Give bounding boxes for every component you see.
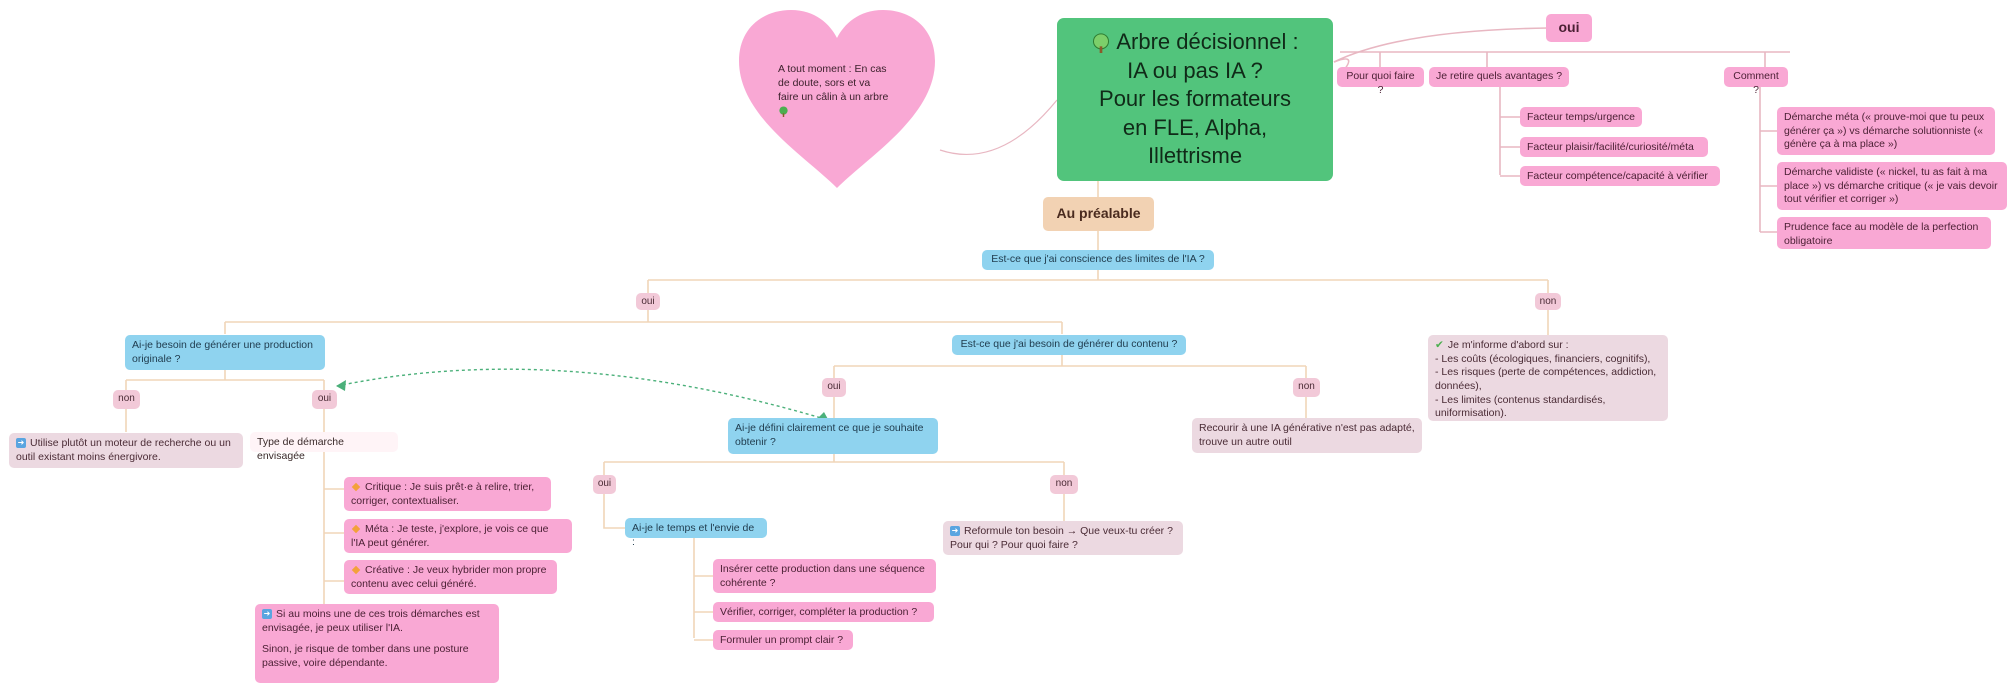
originale-oui-node[interactable]: oui — [312, 390, 337, 409]
root-title-line-4: en FLE, Alpha, — [1122, 114, 1268, 140]
contenu-oui-node[interactable]: oui — [822, 378, 846, 397]
prealable-node[interactable]: Au préalable — [1043, 197, 1154, 231]
facteur-plaisir-node[interactable]: Facteur plaisir/facilité/curiosité/méta — [1520, 137, 1708, 157]
informe-node[interactable]: ✔Je m'informe d'abord sur : - Les coûts … — [1428, 335, 1668, 421]
conclusion-line-2: Sinon, je risque de tomber dans une post… — [262, 643, 469, 669]
sprout-icon: ✔ — [1435, 339, 1444, 351]
informe-line-1: ✔Je m'informe d'abord sur : — [1435, 339, 1569, 351]
facteur-competence-node[interactable]: Facteur compétence/capacité à vérifier — [1520, 166, 1720, 186]
originale-non-node[interactable]: non — [113, 390, 140, 409]
demarche-validiste-node[interactable]: Démarche validiste (« nickel, tu as fait… — [1777, 162, 2007, 210]
facteur-temps-node[interactable]: Facteur temps/urgence — [1520, 107, 1642, 127]
question-originale-node[interactable]: Ai-je besoin de générer une production o… — [125, 335, 325, 370]
conclusion-node[interactable]: ➜Si au moins une de ces trois démarches … — [255, 604, 499, 683]
informe-line-3: - Les risques (perte de compétences, add… — [1435, 366, 1657, 392]
limites-oui-node[interactable]: oui — [636, 293, 660, 310]
heart-note: A tout moment : En cas de doute, sors et… — [778, 62, 890, 119]
tree-icon — [1093, 33, 1110, 54]
root-title-line-5: Illettrisme — [1147, 143, 1243, 169]
temps-verifier-node[interactable]: Vérifier, corriger, compléter la product… — [713, 602, 934, 622]
prudence-node[interactable]: Prudence face au modèle de la perfection… — [1777, 217, 1991, 249]
arrow-right-icon: ➜ — [16, 438, 26, 449]
temps-prompt-node[interactable]: Formuler un prompt clair ? — [713, 630, 853, 650]
question-defini-node[interactable]: Ai-je défini clairement ce que je souhai… — [728, 418, 938, 454]
moteur-node[interactable]: ➜Utilise plutôt un moteur de recherche o… — [9, 433, 243, 468]
tree-icon — [779, 106, 788, 118]
diamond-icon — [351, 482, 361, 491]
question-limites-node[interactable]: Est-ce que j'ai conscience des limites d… — [982, 250, 1214, 270]
limites-non-node[interactable]: non — [1535, 293, 1561, 310]
root-title-line-2: IA ou pas IA ? — [1127, 57, 1263, 83]
heart-shape — [739, 10, 935, 188]
conclusion-line-1: ➜Si au moins une de ces trois démarches … — [262, 608, 480, 634]
arrow-right-icon: ➜ — [262, 609, 272, 620]
question-temps-node[interactable]: Ai-je le temps et l'envie de : — [625, 518, 767, 548]
defini-non-node[interactable]: non — [1050, 475, 1078, 494]
reformule-node[interactable]: ➜Reformule ton besoin → Que veux-tu crée… — [943, 521, 1183, 555]
root-title: Arbre décisionnel : IA ou pas IA ? Pour … — [1057, 18, 1333, 181]
informe-line-4: - Les limites (contenus standardisés, un… — [1435, 393, 1606, 420]
temps-inserer-node[interactable]: Insérer cette production dans une séquen… — [713, 559, 936, 593]
root-title-line-3: Pour les formateurs — [1099, 86, 1291, 112]
demarche-meta-creation-node[interactable]: Méta : Je teste, j'explore, je vois ce q… — [344, 519, 572, 553]
comment-node[interactable]: Comment ? — [1724, 67, 1788, 96]
top-oui-node[interactable]: oui — [1546, 14, 1592, 42]
question-contenu-node[interactable]: Est-ce que j'ai besoin de générer du con… — [952, 335, 1186, 355]
demarche-critique-node[interactable]: Critique : Je suis prêt·e à relire, trie… — [344, 477, 551, 511]
demarche-creative-node[interactable]: Créative : Je veux hybrider mon propre c… — [344, 560, 557, 594]
defini-oui-node[interactable]: oui — [593, 475, 616, 494]
type-demarche-node[interactable]: Type de démarche envisagée — [250, 432, 398, 462]
root-title-line-1: Arbre décisionnel : — [1065, 28, 1325, 57]
informe-line-2: - Les coûts (écologiques, financiers, co… — [1435, 352, 1651, 365]
recourir-node[interactable]: Recourir à une IA générative n'est pas a… — [1192, 418, 1422, 453]
arrow-right-icon: ➜ — [950, 526, 960, 537]
pour-quoi-faire-node[interactable]: Pour quoi faire ? — [1337, 67, 1424, 96]
diamond-icon — [351, 565, 361, 574]
diamond-icon — [351, 524, 361, 533]
contenu-non-node[interactable]: non — [1293, 378, 1320, 397]
avantages-node[interactable]: Je retire quels avantages ? — [1429, 67, 1569, 87]
demarche-meta-node[interactable]: Démarche méta (« prouve-moi que tu peux … — [1777, 107, 1995, 155]
